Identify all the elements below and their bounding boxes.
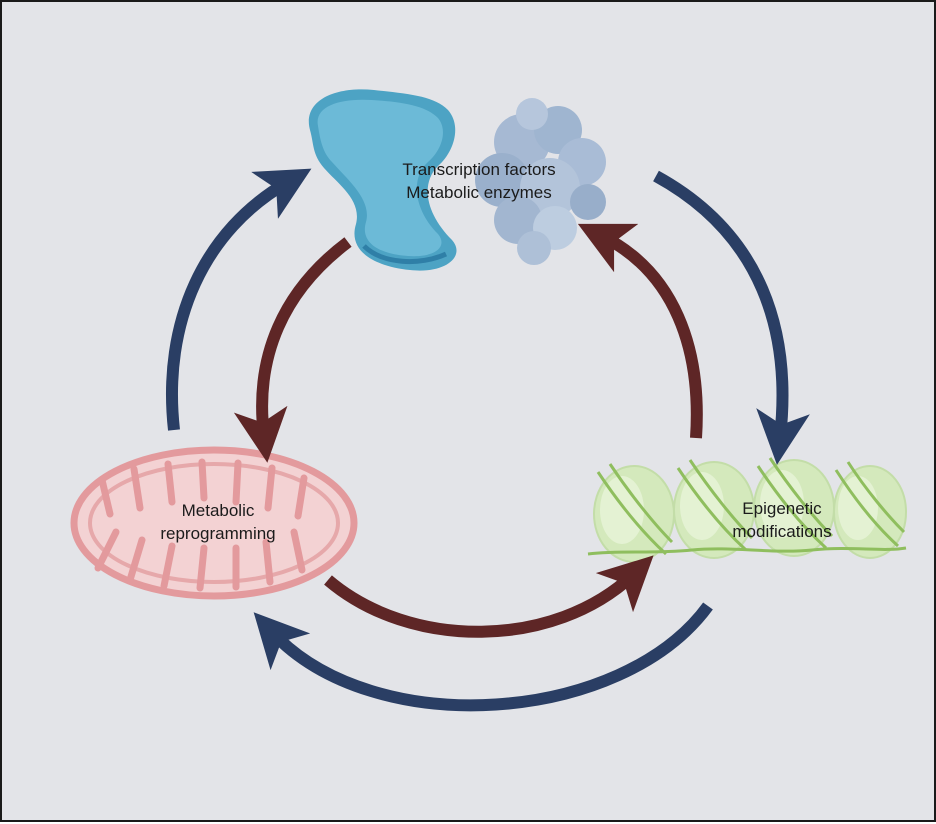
nucleosome-array-icon <box>587 457 907 563</box>
arrow-mito-to-nucleo-red <box>324 555 654 638</box>
modifications-label: modifications <box>732 522 832 541</box>
transcription-factors-label: Transcription factors <box>402 160 556 179</box>
arrow-top-to-mito-red <box>233 237 352 463</box>
arrow-nucleo-to-mito-blue <box>253 602 713 712</box>
mitochondrion-icon <box>70 446 358 600</box>
epigenetic-label: Epigenetic <box>742 499 822 518</box>
grey-protein-cluster-icon <box>475 98 606 265</box>
left-node-label: Metabolic reprogramming <box>138 499 298 545</box>
right-node-label: Epigenetic modifications <box>702 497 862 543</box>
protein-complex-icon <box>308 89 606 271</box>
arrow-nucleo-to-top-red <box>577 223 703 439</box>
top-node-label: Transcription factors Metabolic enzymes <box>354 158 604 204</box>
reprogramming-label: reprogramming <box>160 524 276 543</box>
metabolic-enzymes-label: Metabolic enzymes <box>406 183 552 202</box>
blue-protein-icon <box>308 89 457 271</box>
arrow-top-to-nucleo-blue <box>653 170 810 465</box>
metabolic-label: Metabolic <box>181 501 255 520</box>
arrow-mito-to-top-blue <box>165 168 312 431</box>
